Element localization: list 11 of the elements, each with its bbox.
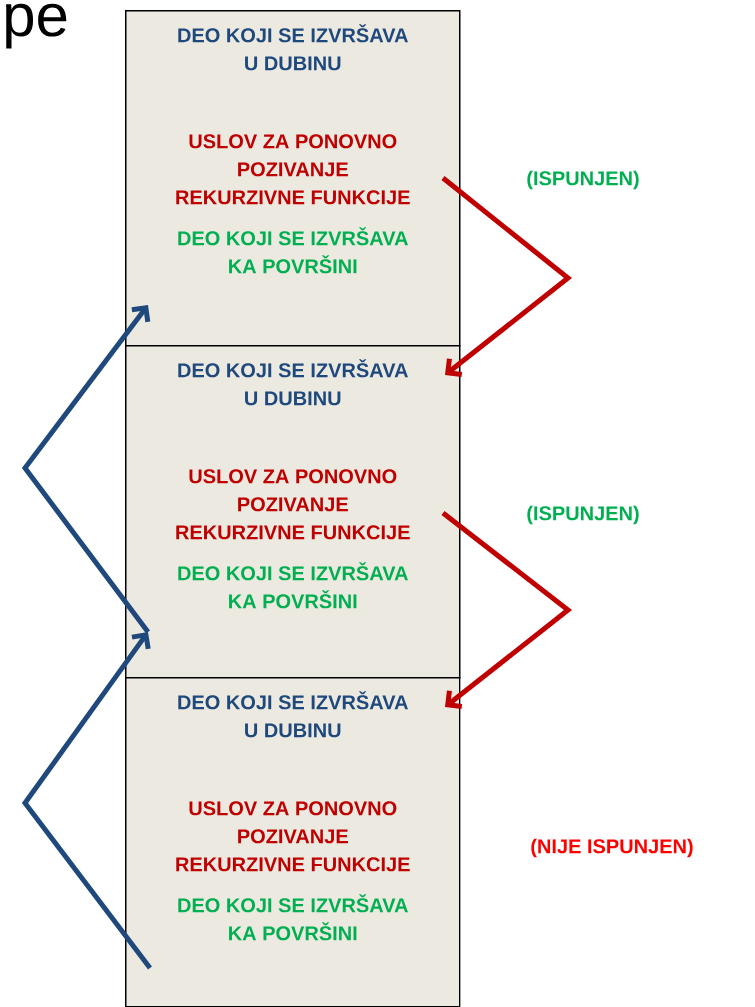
edge-label: (ISPUNJEN) <box>525 169 641 191</box>
arrow <box>21 632 152 970</box>
stack-frame: DEO KOJI SE IZVRŠAVA U DUBINU USLOV ZA PONOVNO POZIVANJE REKURZIVNE FUNKCIJE DEO KOJI SE IZVRŠAVA KA POVRŠINI <box>125 345 461 679</box>
arrow <box>441 176 572 377</box>
heading: pe <box>6 3 67 49</box>
status-label: (NIJE ISPUNJEN) <box>531 838 693 858</box>
stack-frame: DEO KOJI SE IZVRŠAVA U DUBINU USLOV ZA PONOVNO POZIVANJE REKURZIVNE FUNKCIJE DEO KOJI SE IZVRŠAVA KA POVRŠINI <box>125 677 461 1007</box>
stack-frame: DEO KOJI SE IZVRŠAVA U DUBINU USLOV ZA PONOVNO POZIVANJE REKURZIVNE FUNKCIJE DEO KOJI SE IZVRŠAVA KA POVRŠINI <box>125 10 461 347</box>
edge-label: (ISPUNJEN) <box>525 504 641 526</box>
arrow <box>441 511 573 709</box>
arrow <box>21 305 151 634</box>
